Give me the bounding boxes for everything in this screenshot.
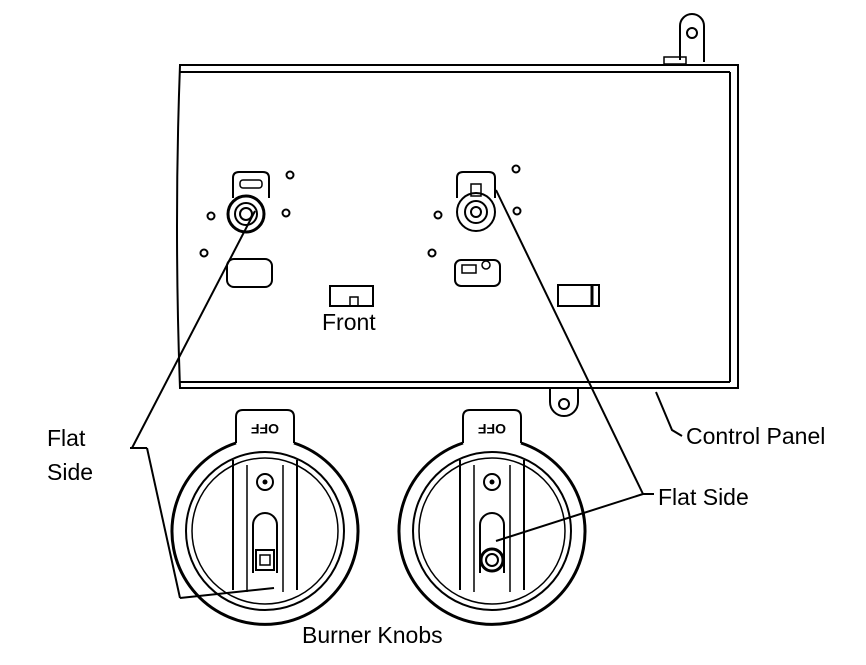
leader-burner-knobs-base — [179, 587, 275, 599]
front-slot — [329, 285, 374, 307]
label-flat-side-left-line2: Side — [47, 459, 93, 485]
leader-lines — [130, 189, 683, 599]
off-tag-right-label: OFF — [478, 421, 506, 437]
valve-mount-left — [199, 170, 295, 288]
label-flat-side-right: Flat Side — [658, 484, 749, 510]
control-panel — [176, 13, 739, 417]
panel-slot-right — [557, 284, 600, 307]
leader-flat-side-left — [131, 210, 256, 449]
label-front: Front — [322, 309, 376, 335]
valve-mount-right — [427, 164, 522, 287]
leader-flat-side-right-knob — [495, 493, 644, 542]
leader-burner-knobs — [146, 447, 181, 599]
label-flat-side-left-line1: Flat — [47, 425, 86, 451]
burner-knob-right — [397, 409, 587, 626]
leader-control-panel — [655, 391, 683, 437]
off-tag-left: OFF — [251, 421, 279, 437]
label-burner-knobs: Burner Knobs — [302, 622, 443, 648]
leader-flat-side-right-panel — [495, 189, 644, 495]
label-control-panel: Control Panel — [686, 423, 825, 449]
off-tag-right: OFF — [478, 421, 506, 437]
off-tag-left-label: OFF — [251, 421, 279, 437]
burner-knob-left — [170, 409, 360, 626]
